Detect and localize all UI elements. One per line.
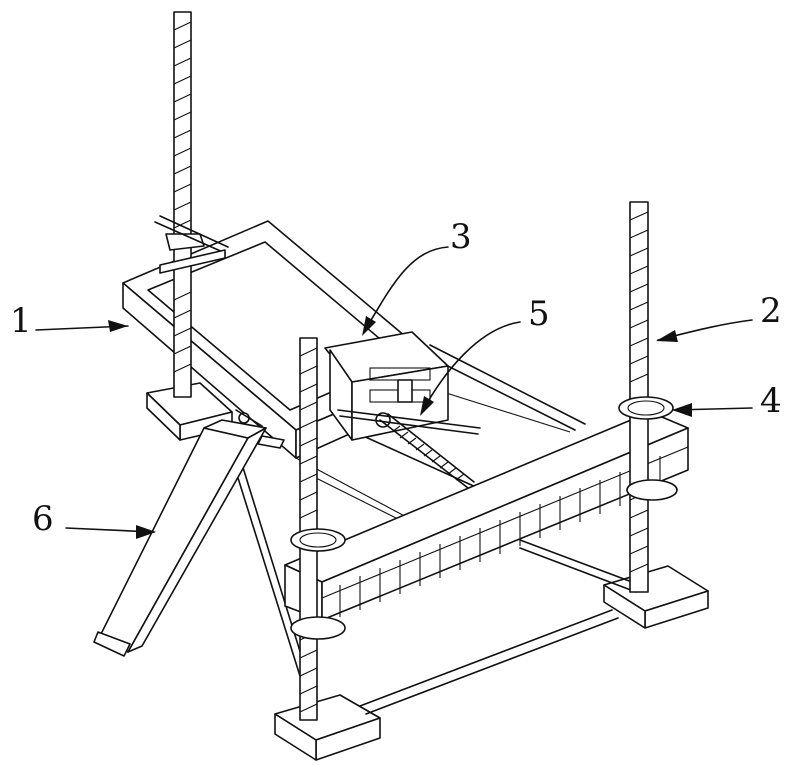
threaded-column-front-left [290, 337, 346, 721]
threaded-column-rear-left [154, 11, 229, 398]
threaded-column-right [618, 201, 678, 593]
label-2: 2 [760, 291, 782, 331]
screw-rod [379, 413, 475, 489]
label-6: 6 [32, 499, 54, 539]
base-foot-left [146, 382, 233, 441]
inclined-leg [93, 409, 285, 657]
base-foot-right [603, 565, 709, 629]
ground-bars [227, 444, 641, 715]
clamp-box [324, 331, 481, 441]
label-4: 4 [760, 381, 782, 421]
label-5: 5 [528, 294, 550, 334]
front-beam [284, 411, 689, 621]
leader-lines [35, 246, 753, 539]
label-3: 3 [450, 217, 472, 257]
label-1: 1 [10, 301, 32, 341]
base-foot-front [274, 694, 381, 761]
